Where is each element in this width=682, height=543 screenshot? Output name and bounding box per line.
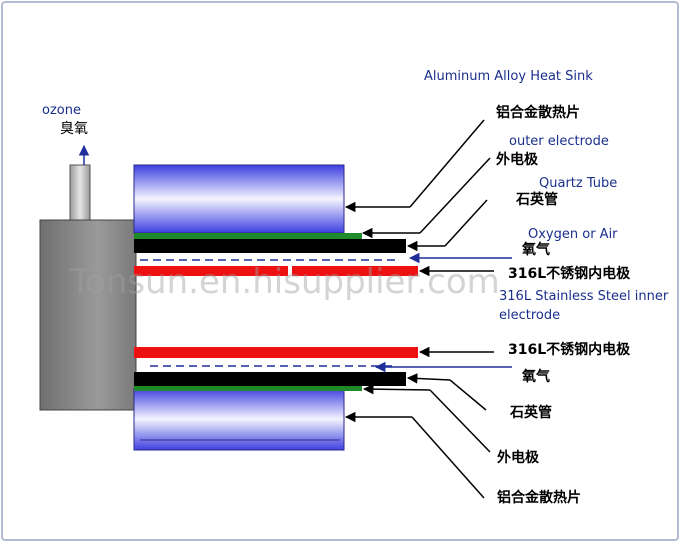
label-quartz-tube-en: Quartz Tube: [539, 176, 618, 191]
label-quartz-tube-zh: 石英管: [516, 192, 558, 208]
label-oxygen-air-en: Oxygen or Air: [528, 227, 618, 242]
leader-quartz-top: [444, 199, 488, 247]
label-quartz-tube-zh-bottom: 石英管: [510, 405, 552, 421]
inner-electrode-top: [134, 266, 418, 276]
leader-quartz-bottom: [449, 379, 487, 411]
heat-sink-top: [133, 164, 345, 234]
label-oxygen-zh-bottom: 氧气: [522, 369, 550, 385]
label-outer-electrode-zh: 外电极: [496, 152, 538, 168]
quartz-tube-bottom: [134, 372, 406, 386]
label-oxygen-zh: 氧气: [522, 242, 550, 258]
label-ozone-en: ozone: [42, 103, 81, 118]
label-heat-sink-zh: 铝合金散热片: [496, 105, 580, 121]
outer-electrode-bottom: [134, 386, 362, 391]
label-heat-sink-en: Aluminum Alloy Heat Sink: [424, 69, 593, 84]
inner-electrode-bottom: [134, 347, 418, 358]
label-ozone-zh: 臭氧: [60, 121, 88, 137]
ozone-outlet-pipe: [69, 164, 91, 221]
leader-outer-electrode-bottom: [429, 389, 491, 453]
inner-electrode-top-gap: [288, 266, 292, 276]
label-outer-electrode-zh-bottom: 外电极: [497, 450, 539, 466]
label-inner-electrode-en-2: electrode: [499, 308, 561, 323]
heat-sink-bottom: [133, 387, 345, 451]
label-heat-sink-zh-bottom: 铝合金散热片: [497, 490, 581, 506]
label-inner-electrode-zh: 316L不锈钢内电极: [508, 266, 631, 282]
housing-body: [39, 219, 137, 411]
label-outer-electrode-en: outer electrode: [509, 134, 609, 149]
watermark-text: Tonsun.en.hisupplier.com: [70, 262, 500, 302]
leader-heat-sink-top: [409, 119, 485, 208]
leader-outer-electrode-top: [419, 157, 491, 234]
outer-electrode-top: [134, 233, 362, 239]
leader-heat-sink-bottom: [411, 416, 485, 499]
label-inner-electrode-zh-bottom: 316L不锈钢内电极: [508, 342, 631, 358]
label-inner-electrode-en-1: 316L Stainless Steel inner: [499, 289, 669, 304]
leader-quartz-bottom-h: [406, 373, 451, 384]
quartz-tube-top: [134, 239, 406, 253]
leader-outer-electrode-bottom-h: [362, 383, 431, 395]
